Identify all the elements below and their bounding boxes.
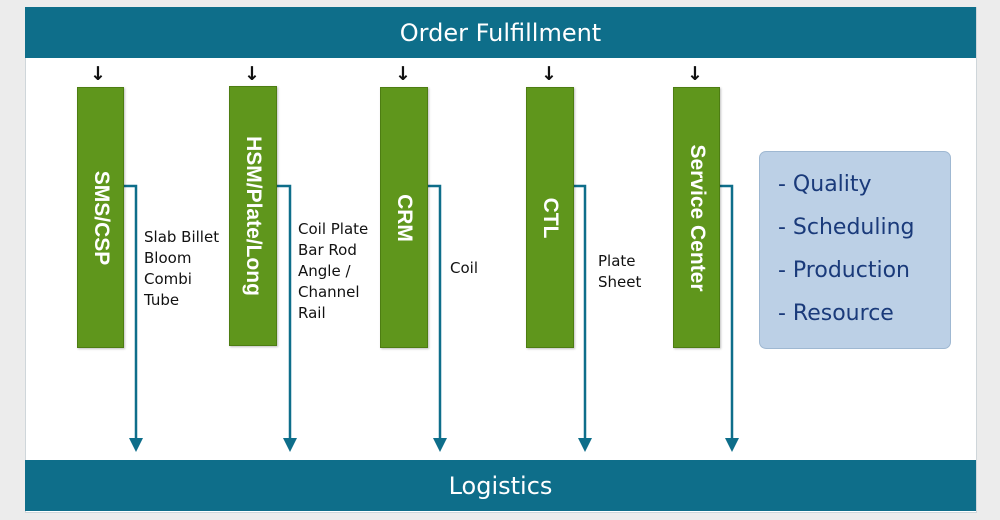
output-item: Coil: [450, 259, 478, 277]
output-item: Channel: [298, 283, 360, 301]
process-label: HSM/Plate/Long: [242, 136, 265, 296]
down-arrow-icon: ↓: [687, 63, 703, 85]
output-item: Coil Plate: [298, 220, 369, 238]
down-arrow-icon: ↓: [541, 63, 557, 85]
aspect-item-production: - Production: [778, 258, 910, 283]
outputs-ctl: Plate Sheet: [598, 251, 641, 293]
process-label: CTL: [539, 197, 562, 238]
flow-line-crm: [426, 184, 442, 442]
flow-line-hsm: [275, 184, 292, 442]
process-ctl: CTL: [526, 87, 574, 348]
process-label: CRM: [393, 193, 416, 242]
aspect-item-scheduling: - Scheduling: [778, 215, 915, 240]
arrowhead-icon: [129, 438, 143, 452]
process-sms-csp: SMS/CSP: [77, 87, 124, 348]
output-item: Angle /: [298, 262, 351, 280]
output-item: Bar Rod: [298, 241, 357, 259]
process-label: Service Center: [685, 143, 709, 292]
process-label: SMS/CSP: [89, 170, 113, 265]
flow-line-sms: [122, 184, 138, 442]
flow-line-service: [718, 184, 734, 442]
output-item: Rail: [298, 304, 326, 322]
order-fulfillment-band: Order Fulfillment: [25, 7, 976, 58]
process-service-center: Service Center: [673, 87, 720, 348]
output-item: Tube: [144, 291, 180, 309]
outputs-hsm-plate-long: Coil Plate Bar Rod Angle / Channel Rail: [298, 219, 368, 324]
order-fulfillment-label: Order Fulfillment: [399, 18, 602, 47]
output-item: Bloom: [144, 249, 192, 267]
aspects-box: - Quality - Scheduling - Production - Re…: [759, 151, 951, 349]
flow-line-ctl: [572, 184, 587, 442]
down-arrow-icon: ↓: [90, 63, 106, 85]
down-arrow-icon: ↓: [244, 63, 260, 85]
outputs-sms-csp: Slab Billet Bloom Combi Tube: [144, 227, 219, 311]
arrowhead-icon: [433, 438, 447, 452]
down-arrow-icon: ↓: [395, 63, 411, 85]
output-item: Combi: [144, 270, 192, 288]
aspect-item-resource: - Resource: [778, 301, 894, 326]
aspect-item-quality: - Quality: [778, 172, 872, 197]
process-crm: CRM: [380, 87, 428, 348]
logistics-band: Logistics: [25, 460, 976, 511]
process-hsm-plate-long: HSM/Plate/Long: [229, 86, 277, 346]
arrowhead-icon: [578, 438, 592, 452]
outputs-crm: Coil: [450, 258, 478, 279]
arrowhead-icon: [725, 438, 739, 452]
arrowhead-icon: [283, 438, 297, 452]
logistics-label: Logistics: [448, 471, 553, 500]
output-item: Slab Billet: [144, 228, 220, 246]
output-item: Sheet: [598, 273, 642, 291]
output-item: Plate: [598, 252, 636, 270]
